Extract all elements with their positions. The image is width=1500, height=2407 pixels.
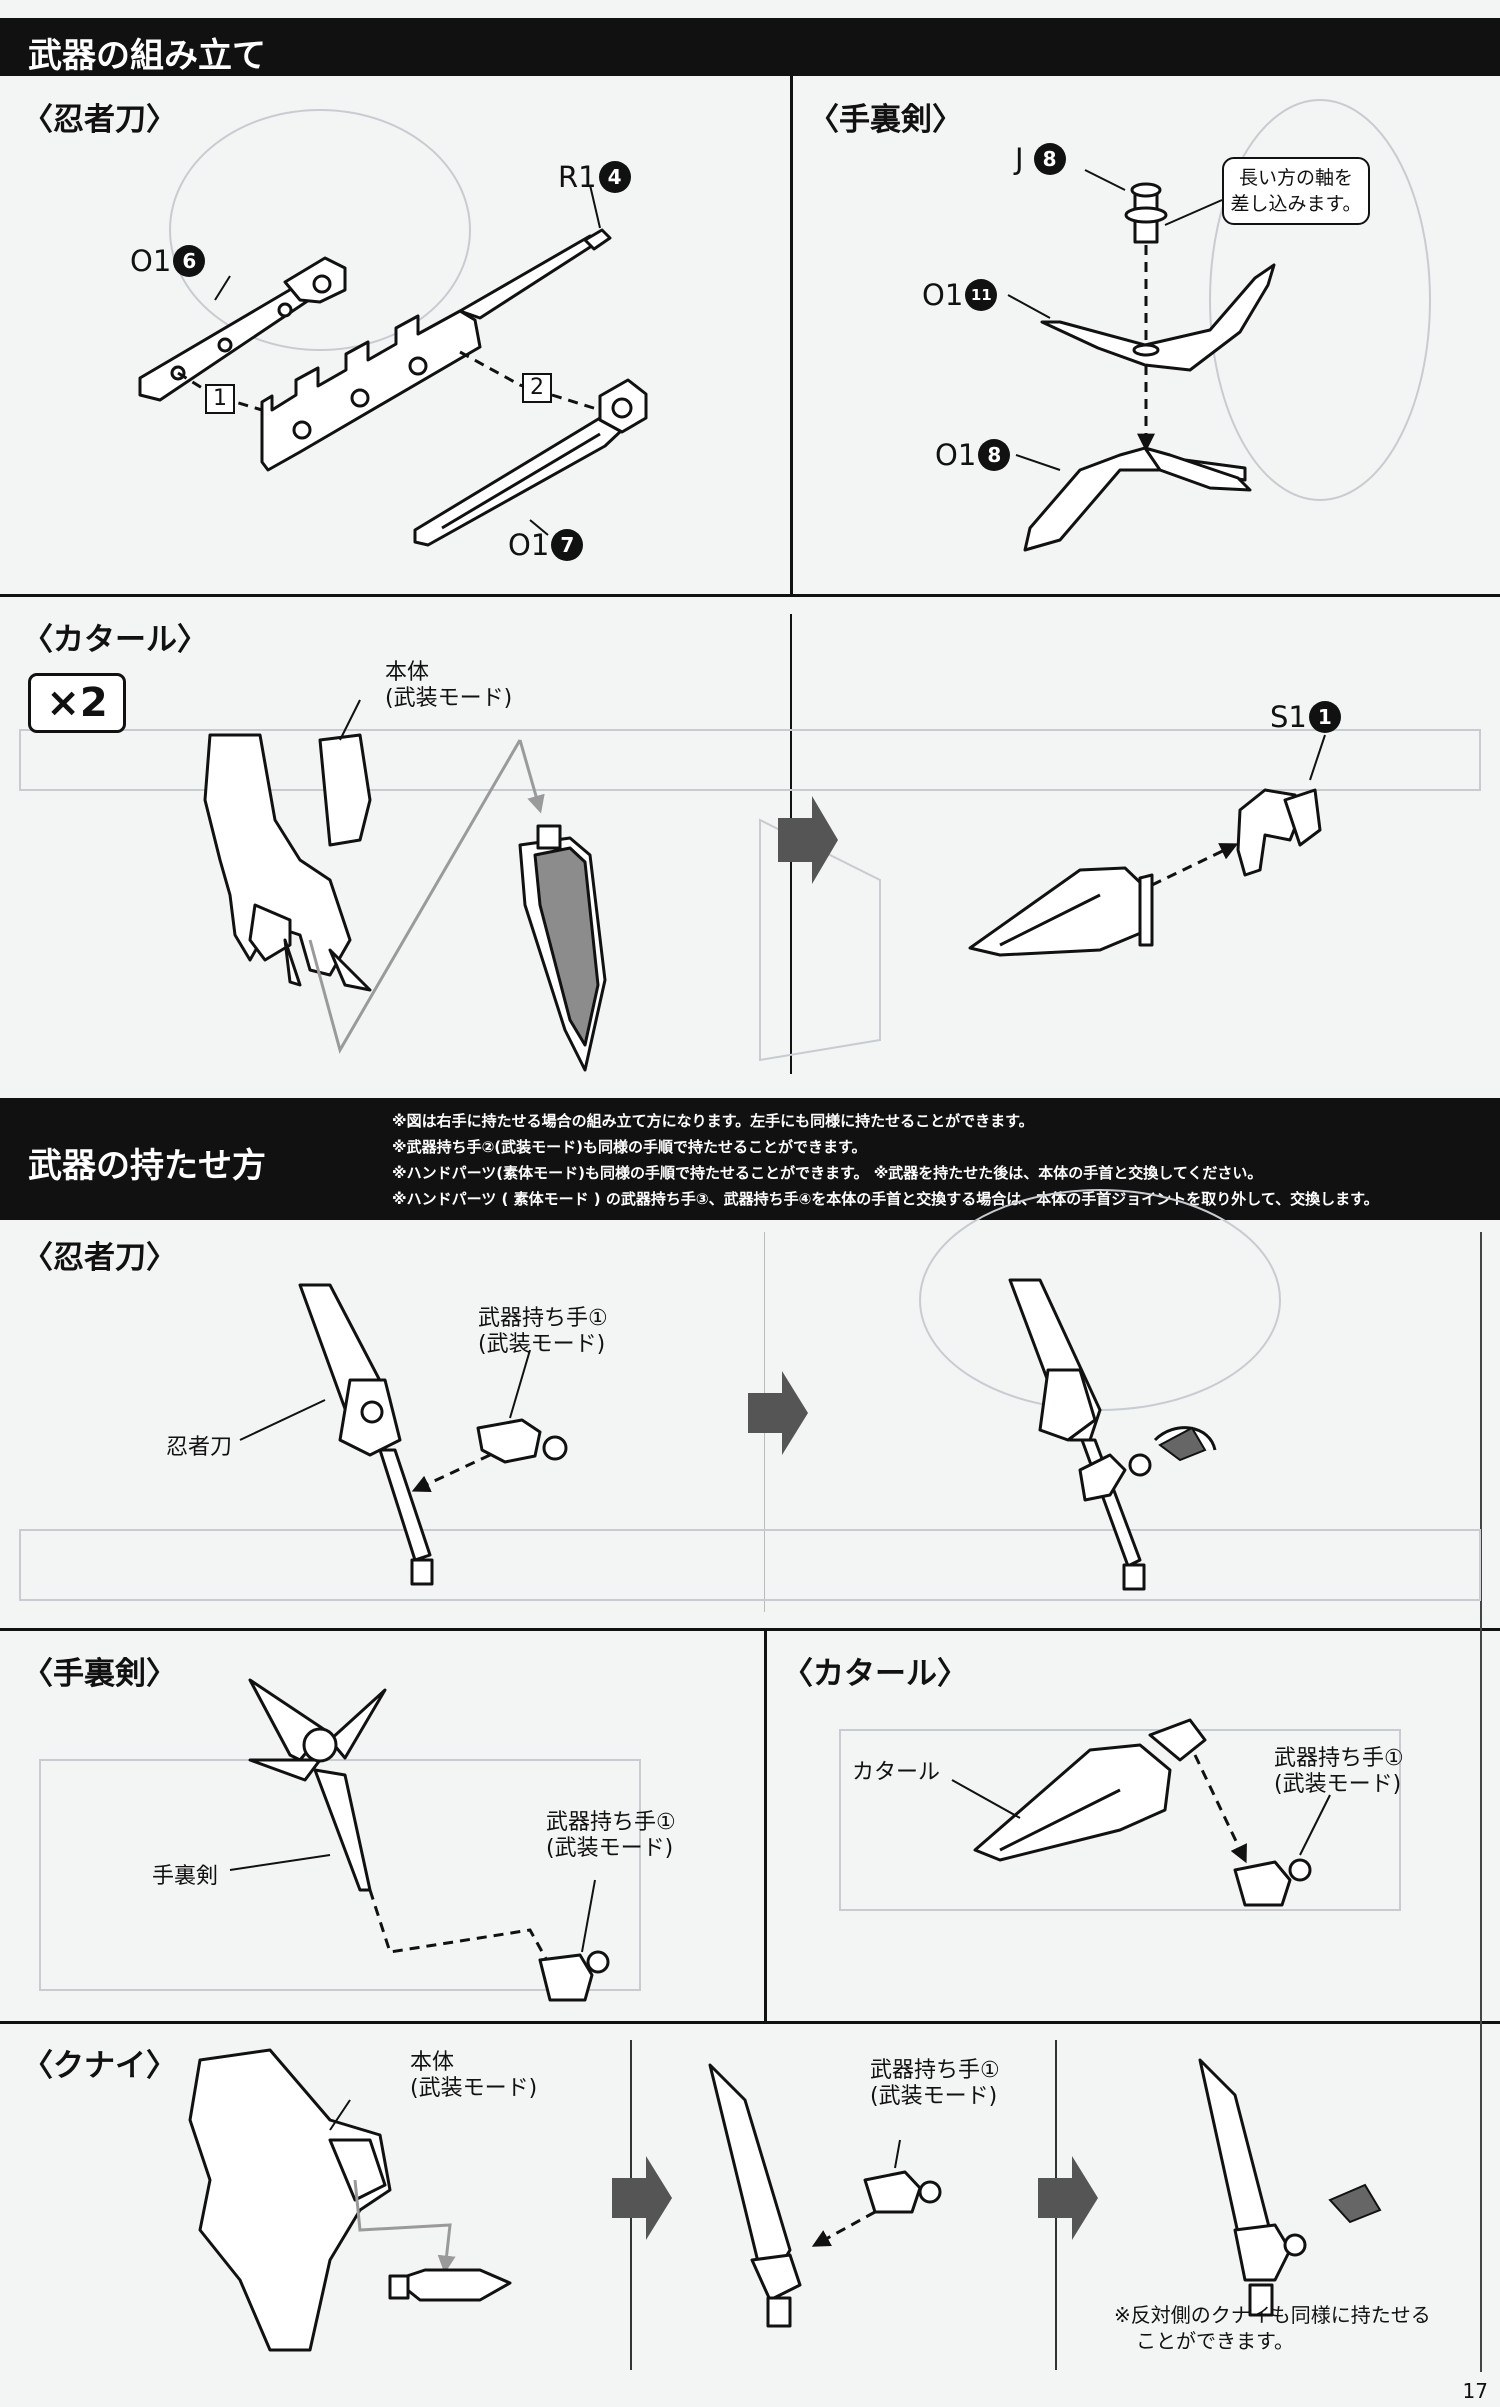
section-title-hold-katar: 〈カタール〉 (782, 1656, 968, 1692)
kunai-note: ※反対側のクナイも同様に持たせる ことができます。 (1114, 2303, 1431, 2353)
next-step-arrow (612, 2156, 672, 2240)
part-number: 11 (965, 279, 998, 311)
section-title-ninjato: 〈忍者刀〉 (22, 102, 177, 138)
kunai-drawing (708, 2063, 802, 2328)
katar-guide (308, 739, 522, 1054)
shuriken-hold-guide (368, 1889, 557, 1976)
hand-part (863, 2170, 942, 2214)
kunai-held-drawing (1198, 2058, 1307, 2317)
divider (0, 2021, 1500, 2024)
hand-part (1233, 1858, 1312, 1907)
section-title-hold-shuriken: 〈手裏剣〉 (22, 1656, 177, 1692)
section-title-katar: 〈カタール〉 (22, 622, 208, 658)
ninjato-hold-drawing (298, 1283, 434, 1586)
shuriken-hold-drawing (248, 1678, 387, 1892)
section-title-shuriken: 〈手裏剣〉 (808, 102, 963, 138)
hand-part (538, 1950, 610, 2002)
note-line: ※武器持ち手②(武装モード)も同様の手順で持たせることができます。 (392, 1138, 867, 1156)
part-number: 8 (978, 439, 1011, 471)
section-title-assembly: 武器の組み立て (28, 36, 266, 76)
hand-label: 武器持ち手① (武装モード) (478, 1306, 608, 1357)
section-title-holding: 武器の持たせ方 (28, 1146, 266, 1186)
hand-label: 武器持ち手① (武装モード) (870, 2058, 1000, 2109)
part-number: 4 (598, 161, 631, 193)
divider (0, 594, 1500, 597)
hand-part (476, 1418, 568, 1464)
next-step-arrow (778, 796, 838, 884)
katar-body-drawing (203, 733, 372, 992)
background-ghost-art (19, 99, 1481, 1991)
section-header-assembly: 武器の組み立て (0, 18, 1500, 76)
kunai-body-drawing (188, 2048, 392, 2352)
weapon-label-ninjato: 忍者刀 (166, 1435, 233, 1460)
section-title-hold-kunai: 〈クナイ〉 (22, 2048, 177, 2084)
next-step-arrow (748, 1371, 808, 1455)
part-number: 6 (173, 245, 206, 277)
page-number: 17 (1462, 2379, 1488, 2403)
body-label: 本体 (武装モード) (410, 2050, 538, 2101)
katar-blade-part (518, 824, 607, 1072)
ninjato-held-drawing (1008, 1278, 1217, 1591)
ninjato-assembly-guide (459, 350, 601, 412)
step-marker: 2 (522, 373, 552, 403)
weapon-label-katar: カタール (852, 1760, 941, 1785)
quantity-badge: ×2 (28, 673, 126, 733)
note-line: ※図は右手に持たせる場合の組み立て方になります。左手にも同様に持たせることができ… (392, 1112, 1034, 1130)
note-line: ※ハンドパーツ(素体モード)も同様の手順で持たせることができます。 ※武器を持た… (392, 1164, 1263, 1182)
katar-blade-assembly (968, 788, 1322, 957)
part-number: 8 (1033, 143, 1066, 175)
part-number: 1 (1308, 701, 1341, 733)
divider (0, 1628, 1500, 1631)
hand-label: 武器持ち手① (武装モード) (546, 1810, 676, 1861)
next-step-arrow (1038, 2156, 1098, 2240)
hand-label: 武器持ち手① (武装モード) (1274, 1746, 1404, 1797)
ninjato-assembly-drawing (138, 228, 648, 547)
section-title-hold-ninjato: 〈忍者刀〉 (22, 1240, 177, 1276)
note-line: ※ハンドパーツ ( 素体モード ) の武器持ち手③、武器持ち手④を本体の手首と交… (392, 1190, 1379, 1208)
shuriken-assembly-drawing (1023, 182, 1276, 552)
katar-hold-drawing (973, 1718, 1207, 1862)
divider (1480, 1232, 1482, 2372)
kunai-part (388, 2268, 512, 2302)
body-label: 本体 (武装モード) (385, 660, 513, 711)
part-number: 7 (551, 529, 584, 561)
shuriken-callout: 長い方の軸を 差し込みます。 (1222, 157, 1370, 225)
weapon-label-shuriken: 手裏剣 (152, 1864, 219, 1889)
step-marker: 1 (205, 384, 235, 414)
divider (790, 76, 793, 594)
divider (764, 1631, 767, 2021)
holding-notes: ※図は右手に持たせる場合の組み立て方になります。左手にも同様に持たせることができ… (392, 1108, 1379, 1212)
section-header-holding: 武器の持たせ方 ※図は右手に持たせる場合の組み立て方になります。左手にも同様に持… (0, 1098, 1500, 1220)
